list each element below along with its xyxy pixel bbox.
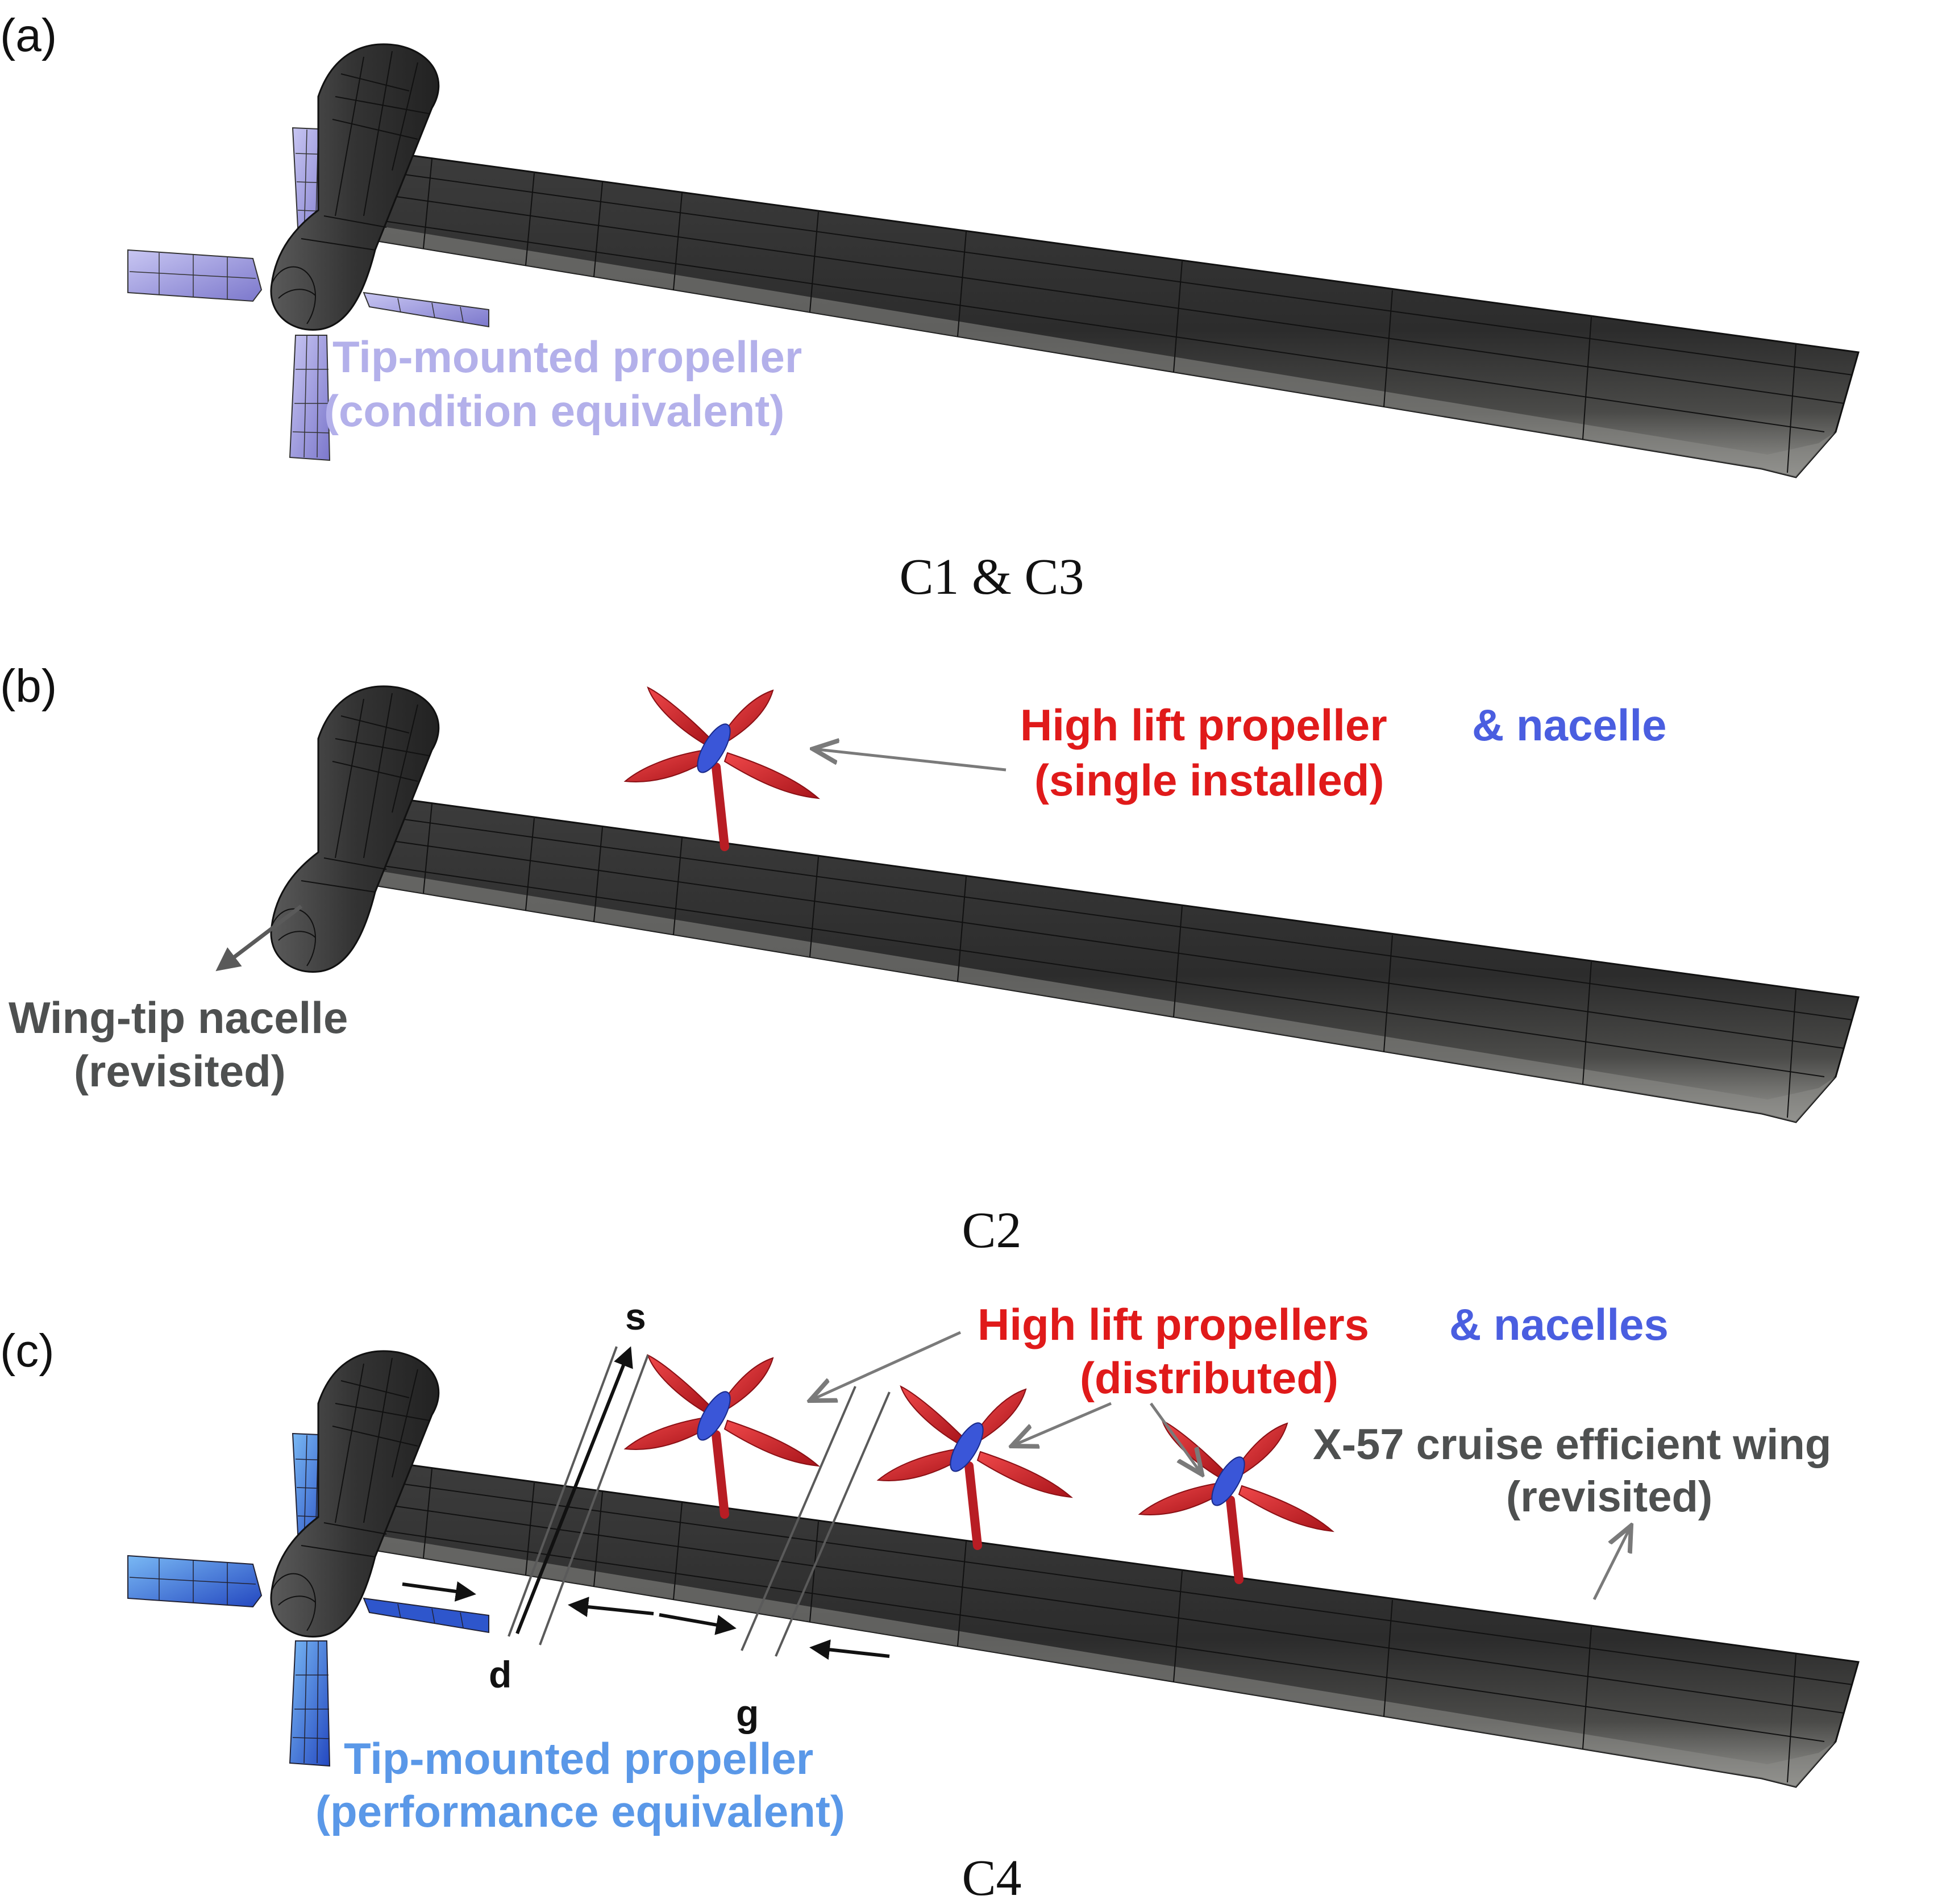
panel-c-dimension-lines <box>508 1346 891 1657</box>
panel-a-caption: C1 & C3 <box>899 549 1084 605</box>
panel-c-high-lift-propeller-1 <box>625 1355 818 1514</box>
panel-c-d-arrow <box>402 1581 476 1602</box>
panel-c-dim-d: d <box>489 1653 511 1695</box>
panel-b-id: (b) <box>0 660 57 712</box>
panel-c-wing-label-2: (revisited) <box>1506 1473 1712 1521</box>
panel-a-tip-prop-label-2: (condition equivalent) <box>324 386 784 436</box>
panel-b-nacelle-label-1: Wing-tip nacelle <box>9 993 348 1043</box>
panel-c-id: (c) <box>0 1325 55 1377</box>
panel-b-hl-label-blue: & nacelle <box>1472 700 1667 750</box>
panel-c-hl-label-blue: & nacelles <box>1449 1299 1669 1349</box>
panel-c-dim-g: g <box>736 1692 759 1734</box>
panel-c-tip-prop-label-1: Tip-mounted propeller <box>344 1734 813 1784</box>
panel-c-hl-label-red: High lift propellers <box>978 1299 1369 1349</box>
panel-c-high-lift-propeller-2 <box>878 1386 1071 1545</box>
panel-b-hl-label-2: (single installed) <box>1034 755 1384 805</box>
panel-b-nacelle-label-2: (revisited) <box>74 1046 286 1096</box>
panel-a-tip-prop-label-1: Tip-mounted propeller <box>332 332 802 382</box>
panel-c-hl-label-2: (distributed) <box>1080 1353 1338 1403</box>
panel-c: (c) s d g High lift prop <box>0 1295 1860 1904</box>
panel-c-dim-s: s <box>625 1295 646 1338</box>
panel-b-hl-arrow <box>813 749 1007 772</box>
panel-b-caption: C2 <box>962 1202 1021 1259</box>
panel-b-high-lift-propeller <box>625 688 818 847</box>
panel-b-wing <box>363 794 1860 1123</box>
panel-c-high-lift-propeller-3 <box>1139 1420 1333 1580</box>
panel-c-s-arrow <box>515 1346 633 1635</box>
panel-a: (a) Tip-mounted propeller (condition equ… <box>0 10 1860 605</box>
panel-c-tip-prop-label-2: (performance equivalent) <box>315 1786 845 1836</box>
panel-c-wing-label-1: X-57 cruise efficient wing <box>1313 1420 1831 1469</box>
panel-b-hl-label-red: High lift propeller <box>1020 700 1387 750</box>
panel-a-id: (a) <box>0 10 57 61</box>
panel-c-callout-arrows <box>810 1331 1631 1601</box>
panel-b: (b) High lift propeller & nacelle (singl… <box>0 660 1860 1259</box>
panel-b-nacelle-arrow <box>215 905 303 972</box>
panel-c-g-arrows <box>568 1597 890 1660</box>
panel-c-caption: C4 <box>962 1850 1021 1904</box>
